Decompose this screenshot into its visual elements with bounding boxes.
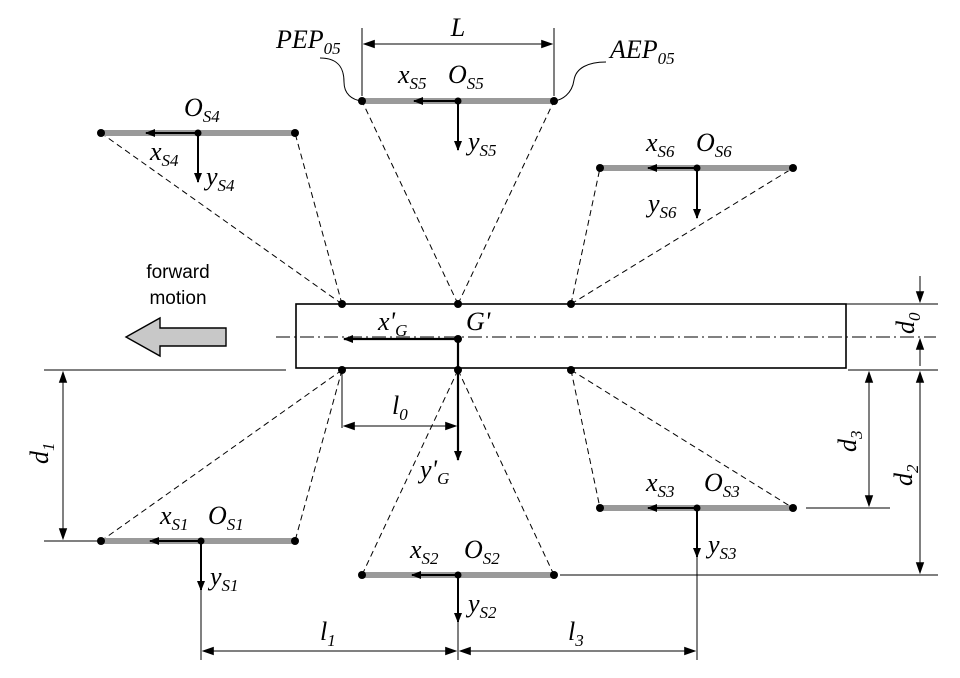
leg-4-origin-label: OS4 (184, 93, 220, 126)
leg-4-foot-stroke (97, 129, 299, 183)
leg-2-x-label: xS2 (409, 535, 439, 568)
forward-motion-label-line2: motion (149, 288, 206, 309)
leg-2-y-label: yS2 (465, 589, 497, 622)
body-origin-label: G' (466, 307, 491, 336)
leg-1-foot-stroke (97, 537, 299, 591)
leg-6-foot-stroke (596, 164, 797, 219)
leg-4-x-label: xS4 (149, 137, 179, 170)
leg-6-y-label: yS6 (645, 189, 677, 222)
leg-2-origin-label: OS2 (464, 535, 500, 568)
leg-5-x-label: xS5 (397, 60, 427, 93)
leg-6-origin-label: OS6 (696, 128, 732, 161)
leg-3-y-label: yS3 (705, 530, 737, 563)
forward-motion-arrow (124, 316, 227, 358)
l0-label: l0 (392, 391, 408, 424)
l3-label: l3 (568, 617, 584, 650)
leg-5-foot-stroke (358, 97, 558, 151)
body-y-axis-label: y'G (417, 455, 449, 488)
body-x-axis-label: x'G (377, 307, 407, 340)
stroke-length-label: L (450, 13, 465, 42)
leg-workspace-lines (100, 100, 794, 576)
leg-3-foot-stroke (596, 504, 797, 558)
leg-1-origin-label: OS1 (208, 501, 244, 534)
d3-label: d3 (833, 431, 866, 453)
leg-1-y-label: yS1 (207, 562, 239, 595)
d2-label: d2 (889, 464, 922, 486)
forward-motion-label-line1: forward (146, 262, 209, 283)
leg-5-y-label: yS5 (465, 127, 497, 160)
aep-leader (553, 61, 607, 102)
body-origin-dot (454, 335, 462, 343)
aep-label: AEP05 (608, 35, 675, 68)
leg-5-origin-label: OS5 (448, 60, 484, 93)
leg-3-x-label: xS3 (645, 468, 675, 501)
l1-label: l1 (320, 617, 336, 650)
leg-4-y-label: yS4 (203, 162, 235, 195)
pep-label: PEP05 (275, 25, 341, 58)
d1-label: d1 (25, 443, 58, 465)
leg-1-x-label: xS1 (159, 501, 189, 534)
leg-2-foot-stroke (358, 571, 558, 623)
pep-leader (319, 57, 363, 102)
leg-3-origin-label: OS3 (704, 468, 740, 501)
leg-6-x-label: xS6 (645, 128, 675, 161)
d0-label: d0 (891, 312, 924, 334)
